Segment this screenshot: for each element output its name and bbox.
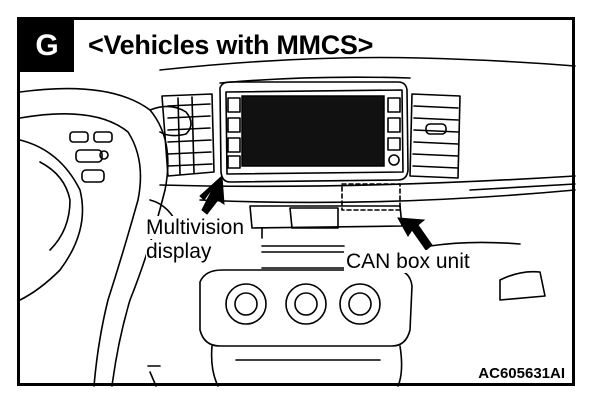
can-box-arrow <box>397 217 433 251</box>
multivision-arrow <box>199 174 225 215</box>
multivision-label-line1: Multivision <box>146 216 245 239</box>
left-air-vent <box>161 93 215 177</box>
can-box-label: CAN box unit <box>344 250 472 273</box>
right-air-vent <box>409 93 461 179</box>
center-bezel <box>219 81 409 183</box>
figure-title: <Vehicles with MMCS> <box>88 30 374 60</box>
multivision-screen <box>241 95 385 167</box>
multivision-label-line2: display <box>146 240 212 263</box>
figure-code: AC605631AI <box>475 364 568 383</box>
figure-badge: G <box>20 20 74 72</box>
climate-control-panel <box>199 269 413 347</box>
steering-wheel-buttons <box>69 131 113 183</box>
steering-wheel <box>19 87 169 387</box>
can-box-outline <box>341 183 401 211</box>
